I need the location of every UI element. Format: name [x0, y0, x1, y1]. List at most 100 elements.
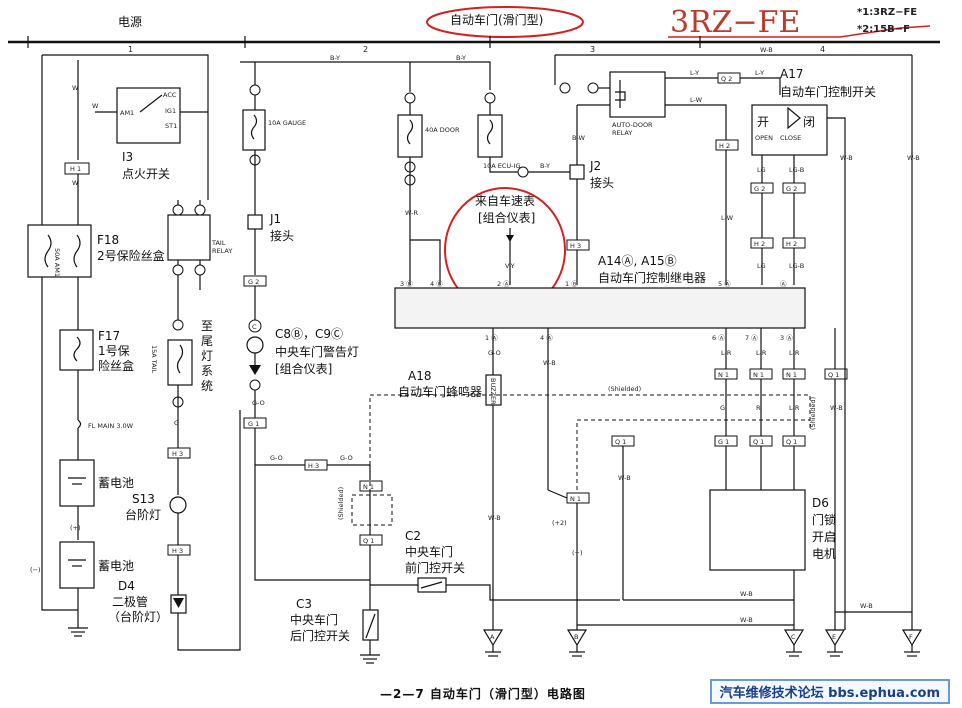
svg-text:Q 1: Q 1 [786, 438, 797, 446]
svg-text:W-R: W-R [405, 209, 419, 217]
figure-caption: —2—7 自动车门（滑门型）电路图 [380, 687, 586, 701]
svg-text:2 Ⓐ: 2 Ⓐ [497, 280, 510, 288]
svg-text:RELAY: RELAY [612, 129, 632, 137]
wire-by-top [240, 61, 491, 90]
svg-text:G 2: G 2 [248, 278, 259, 286]
svg-text:RELAY: RELAY [212, 247, 232, 255]
svg-text:G 1: G 1 [248, 420, 259, 428]
svg-text:W-B: W-B [860, 602, 873, 610]
junction-j1 [247, 214, 263, 230]
svg-text:N 1: N 1 [570, 495, 581, 503]
svg-text:L-R: L-R [789, 404, 800, 412]
svg-text:N 1: N 1 [718, 371, 729, 379]
svg-text:(Shielded): (Shielded) [809, 397, 817, 430]
svg-text:统: 统 [201, 379, 213, 393]
svg-text:H 3: H 3 [172, 450, 183, 458]
svg-text:灯: 灯 [201, 349, 213, 363]
a17-close[interactable]: 闭 [803, 115, 815, 129]
svg-text:L-R: L-R [756, 349, 767, 357]
fuse-door [397, 114, 423, 158]
svg-text:BUZZER: BUZZER [489, 378, 497, 405]
j1-code: J1 [269, 212, 281, 226]
svg-text:(Shielded): (Shielded) [608, 385, 641, 393]
svg-text:Q 1: Q 1 [363, 537, 374, 545]
tail-relay [167, 214, 211, 261]
c2-code: C2 [405, 529, 421, 543]
c2-name2: 前门控开关 [405, 560, 465, 575]
a17-code: A17 [780, 67, 803, 81]
svg-text:E: E [832, 633, 836, 641]
ignition-switch-i3 [116, 87, 181, 144]
svg-text:Q 1: Q 1 [615, 438, 626, 446]
control-relay-a14-a15 [394, 287, 806, 329]
svg-text:N 1: N 1 [363, 483, 374, 491]
svg-text:G-O: G-O [340, 454, 353, 462]
forum-watermark[interactable]: 汽车维修技术论坛 bbs.ephua.com [709, 679, 950, 704]
j2-code: J2 [589, 159, 601, 173]
svg-text:L-R: L-R [721, 349, 732, 357]
svg-text:(Shielded): (Shielded) [337, 487, 345, 520]
d4-name1: 二极管 [112, 594, 148, 609]
svg-text:F: F [909, 633, 913, 641]
ground-a [482, 629, 504, 647]
svg-text:W: W [72, 179, 79, 187]
svg-text:W-B: W-B [543, 359, 556, 367]
svg-text:R: R [756, 404, 761, 412]
svg-text:10A ECU-IG: 10A ECU-IG [483, 162, 521, 170]
f17-code: F17 [98, 329, 120, 343]
svg-text:1 Ⓑ: 1 Ⓑ [565, 280, 578, 288]
a17-open[interactable]: 开 [757, 115, 769, 129]
svg-text:A: A [490, 633, 495, 641]
svg-text:Q 1: Q 1 [753, 438, 764, 446]
svg-text:尾: 尾 [201, 334, 213, 348]
svg-text:(+): (+) [70, 524, 81, 532]
f17-name1: 1号保 [98, 344, 130, 358]
c8c9-name1: 中央车门警告灯 [275, 344, 359, 359]
svg-text:H 1: H 1 [70, 165, 81, 173]
svg-text:W-B: W-B [488, 514, 501, 522]
svg-text:AM1: AM1 [120, 109, 134, 117]
svg-text:7 Ⓐ: 7 Ⓐ [745, 334, 758, 342]
svg-text:6 Ⓐ: 6 Ⓐ [712, 334, 725, 342]
d4-name2: （台阶灯） [108, 609, 168, 624]
a18-name: 自动车门蜂鸣器 [398, 384, 482, 399]
svg-text:4 Ⓐ: 4 Ⓐ [540, 334, 553, 342]
door-lock-motor-d6 [709, 489, 806, 571]
svg-text:CLOSE: CLOSE [780, 134, 801, 142]
speedometer-label1: 来自车速表 [475, 193, 535, 208]
warning-lamp-c8-c9 [246, 336, 264, 354]
c3-code: C3 [296, 597, 312, 611]
header-engine: 3RZ−FE [670, 5, 800, 40]
c2-name1: 中央车门 [405, 544, 453, 559]
svg-text:Q 1: Q 1 [828, 371, 839, 379]
battery-2 [59, 541, 95, 589]
svg-text:G-O: G-O [252, 399, 265, 407]
svg-text:系: 系 [201, 364, 213, 378]
header-section-power: 电源 [118, 15, 142, 29]
s13-code: S13 [132, 492, 155, 506]
svg-text:W-B: W-B [907, 154, 920, 162]
svg-text:L-W: L-W [721, 214, 734, 222]
j2-name: 接头 [590, 175, 614, 190]
svg-text:10A GAUGE: 10A GAUGE [268, 119, 306, 127]
c3-name1: 中央车门 [290, 612, 338, 627]
svg-text:(−): (−) [30, 566, 41, 574]
battery-1-label: 蓄电池 [98, 476, 134, 490]
col-1: 1 [128, 45, 133, 54]
svg-text:AUTO-DOOR: AUTO-DOOR [612, 121, 653, 129]
svg-text:B-Y: B-Y [456, 54, 466, 62]
svg-text:3 Ⓐ: 3 Ⓐ [780, 334, 793, 342]
svg-text:ST1: ST1 [165, 122, 177, 130]
i3-name: 点火开关 [122, 167, 170, 181]
d6-name3: 电机 [812, 547, 836, 561]
d6-code: D6 [812, 496, 829, 510]
svg-text:W-B: W-B [830, 404, 843, 412]
s13-name: 台阶灯 [125, 507, 161, 522]
svg-text:W-B: W-B [740, 590, 753, 598]
svg-text:C: C [252, 323, 257, 331]
svg-text:W: W [92, 102, 99, 110]
svg-text:V-Y: V-Y [505, 262, 515, 270]
svg-text:LG: LG [757, 262, 766, 270]
svg-text:G 2: G 2 [754, 185, 765, 193]
svg-text:IG1: IG1 [165, 107, 176, 115]
